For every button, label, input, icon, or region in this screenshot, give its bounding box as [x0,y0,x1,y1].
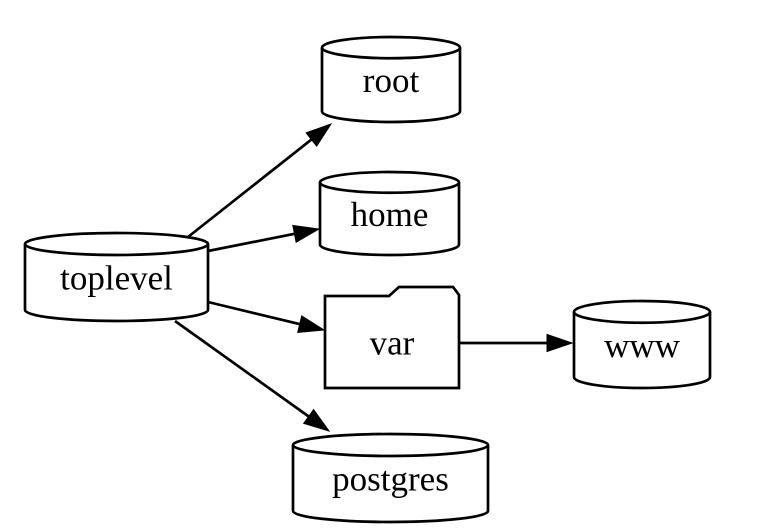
cylinder-body [572,299,712,390]
folder-body [323,285,461,390]
node-root-label: root [363,61,420,100]
edge-line [187,137,314,239]
edge-toplevel-postgres [174,319,331,432]
cylinder-lid [291,444,490,458]
cylinder-body [318,170,461,257]
node-var: var [323,285,461,390]
edge-line [174,319,312,419]
node-home: home [318,170,461,257]
edge-toplevel-home [207,224,321,253]
node-root: root [320,35,462,124]
cylinder-lid [320,47,462,60]
cylinder-body [23,231,210,323]
node-toplevel: toplevel [23,231,210,323]
edge-var-www [459,333,574,353]
node-home-label: home [351,195,429,234]
edge-toplevel-var [207,300,326,333]
node-toplevel-label: toplevel [60,259,173,298]
edge-toplevel-root [187,123,333,239]
node-www-label: www [604,326,681,365]
cylinder-lid [318,181,461,195]
node-postgres-label: postgres [332,460,449,499]
node-www: www [572,299,712,390]
cylinder-body [291,432,490,524]
node-var-label: var [370,324,415,363]
edge-line [207,300,302,326]
arrowhead-icon [292,224,321,243]
arrowhead-icon [546,333,574,353]
arrowhead-icon [302,408,331,432]
edge-line [207,232,297,253]
node-postgres: postgres [291,432,490,524]
cylinder-lid [572,311,712,325]
arrowhead-icon [297,315,326,333]
arrowhead-icon [305,123,333,148]
cylinder-body [320,35,462,124]
cylinder-lid [23,243,210,257]
